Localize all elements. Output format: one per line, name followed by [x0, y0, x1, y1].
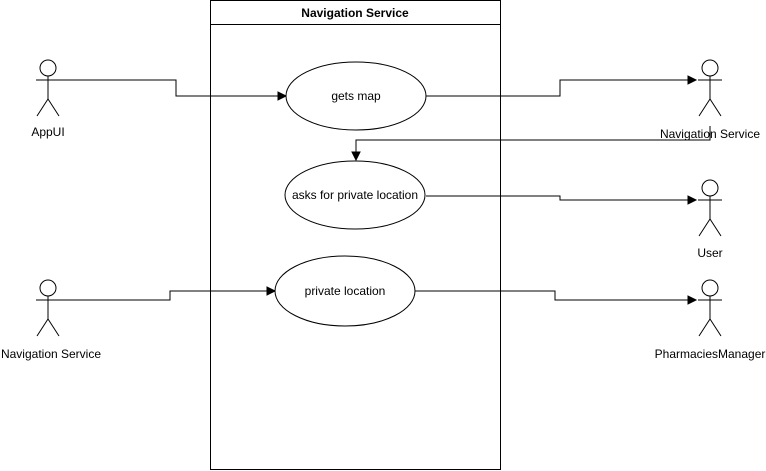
use-case-label: asks for private location [292, 188, 418, 202]
actor-navigation-service-right: Navigation Service [660, 59, 760, 141]
arrowhead-navigation-service-right [687, 75, 698, 85]
use-case-label: private location [305, 284, 386, 298]
connector-gets-map-navigation-service [426, 79, 689, 97]
arrowhead-pharmacies-manager [687, 295, 698, 305]
stick-figure-icon [698, 279, 722, 337]
arrowhead-gets-map [277, 91, 288, 101]
connector-navigation-service-private-location [60, 290, 268, 301]
actor-appui: AppUI [31, 59, 65, 139]
actor-label: Navigation Service [1, 347, 101, 361]
system-boundary: Navigation Service [210, 0, 501, 470]
arrowhead-asks-private-location [351, 151, 361, 162]
actor-label: AppUI [31, 125, 64, 139]
use-case-gets-map: gets map [285, 61, 427, 131]
actor-label: User [697, 246, 722, 260]
actor-label: PharmaciesManager [655, 347, 766, 361]
arrowhead-user [687, 195, 698, 205]
actor-pharmacies-manager: PharmaciesManager [655, 279, 766, 361]
stick-figure-icon [698, 59, 722, 117]
system-title: Navigation Service [301, 6, 409, 20]
actor-user: User [697, 179, 723, 260]
stick-figure-icon [36, 279, 60, 337]
connector-navigation-service-asks [355, 126, 711, 153]
stick-figure-icon [36, 59, 60, 117]
use-case-asks-for-private-location: asks for private location [284, 160, 426, 230]
stick-figure-icon [698, 179, 722, 237]
connector-asks-user [426, 195, 689, 201]
arrowhead-private-location [266, 286, 277, 296]
connectors [60, 75, 711, 305]
actor-label: Navigation Service [660, 127, 760, 141]
connector-appui-gets-map [60, 79, 279, 97]
use-case-label: gets map [331, 89, 381, 103]
connector-private-location-pharmacies [415, 290, 689, 301]
use-case-private-location: private location [274, 255, 416, 327]
actor-navigation-service-left: Navigation Service [1, 279, 101, 361]
